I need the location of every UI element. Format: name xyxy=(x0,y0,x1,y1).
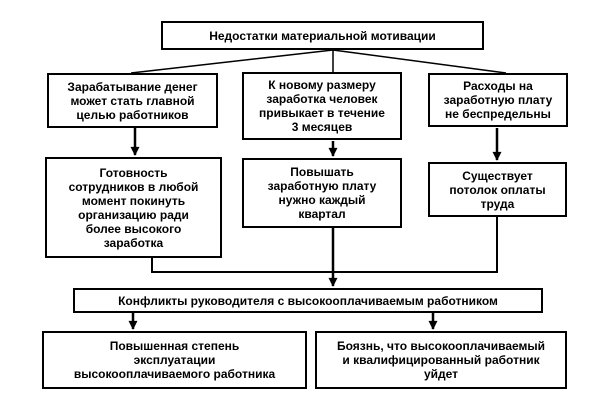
node-readiness-to-leave: Готовность сотрудников в любой момент по… xyxy=(45,157,222,258)
node-pay-ceiling: Существует потолок оплаты труда xyxy=(428,162,567,217)
node-money-goal: Зарабатывание денег может стать главной … xyxy=(47,73,218,128)
node-conflicts: Конфликты руководителя с высокооплачивае… xyxy=(73,288,543,313)
node-habituation: К новому размеру заработка человек привы… xyxy=(242,72,402,140)
node-root-title: Недостатки материальной мотивации xyxy=(161,21,484,50)
node-costs-limited: Расходы на заработную плату не беспредел… xyxy=(428,73,568,127)
connector-root-to-money-goal xyxy=(130,49,334,74)
connector-readiness-to-conflicts xyxy=(151,258,333,273)
node-exploitation: Повышенная степень эксплуатации высокооп… xyxy=(42,331,307,389)
connector-ceiling-to-conflicts xyxy=(333,217,498,273)
connector-root-to-costs xyxy=(332,49,507,74)
node-raise-quarterly: Повышать заработную плату нужно каждый к… xyxy=(242,158,402,228)
node-fear-of-leaving: Боязнь, что высокооплачиваемый и квалифи… xyxy=(315,331,567,389)
